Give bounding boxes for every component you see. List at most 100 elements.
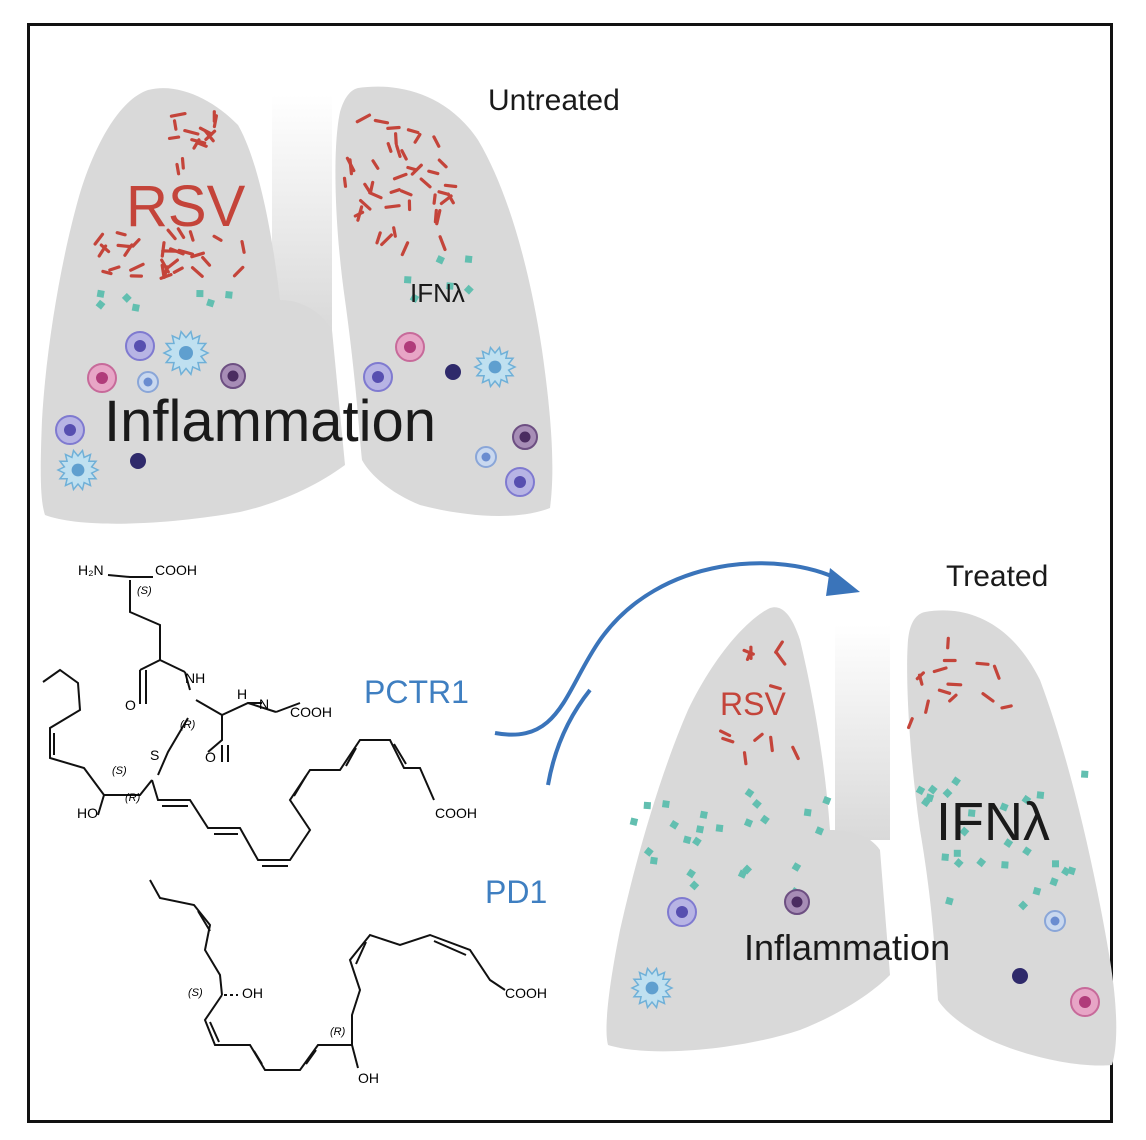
ifn-particle [446, 282, 454, 290]
ifn-particle [751, 798, 762, 809]
rsv-particle [432, 135, 441, 148]
ifn-particles-treated [629, 770, 1089, 911]
ifn-particle [743, 818, 754, 828]
rsv-particle [240, 240, 246, 254]
rsv-particle [101, 269, 113, 276]
rsv-particle [946, 682, 963, 687]
pd1-label: PD1 [485, 874, 548, 910]
ifn-particle [760, 814, 770, 825]
ifn-particle [925, 793, 935, 803]
rsv-particle [392, 226, 397, 238]
ifn-particle [661, 800, 670, 809]
treatment-arrow-tail [546, 688, 592, 786]
ifn-particle [822, 795, 832, 806]
ifn-particle [403, 276, 412, 284]
rsv-particle [413, 132, 422, 144]
rsv-particle [373, 118, 390, 125]
rsv-particle [924, 699, 930, 714]
ifn-particle [999, 802, 1009, 812]
rsv-particle [432, 193, 437, 205]
rsv-label-untreated: RSV [126, 174, 246, 239]
rsv-particle [975, 661, 990, 666]
rsv-particle [180, 157, 185, 170]
ifn-particle [1001, 861, 1009, 869]
pctr1-r-stereo: (R) [125, 792, 141, 804]
pd1-triene [203, 933, 506, 1071]
rsv-particle [438, 235, 447, 252]
treated-lungs [606, 607, 1117, 1066]
rsv-particle [175, 162, 181, 176]
treatment-arrow-line [494, 561, 841, 737]
dendritic-cells [56, 329, 674, 1010]
ifn-particle [1021, 794, 1032, 805]
ifn-particle [643, 846, 654, 857]
ifn-particle [695, 825, 705, 834]
pd1-omega-chain [149, 879, 223, 996]
pd1-r-stereo: (R) [330, 1026, 346, 1038]
ifn-particle [1022, 846, 1032, 857]
pctr1-s-atom: S [150, 747, 160, 763]
rsv-particle [342, 176, 348, 188]
treated-right-lung [907, 610, 1117, 1066]
dark-cell [1012, 968, 1028, 984]
ifn-particle [1049, 877, 1059, 887]
ifn-particle [737, 869, 748, 879]
pctr1-s-link [157, 717, 189, 776]
pctr1-cys [184, 671, 277, 762]
pctr1-ho-bond [97, 794, 105, 816]
pctr1-n-gly: N [259, 696, 270, 712]
ifn-particle [1080, 770, 1089, 778]
rsv-particle [384, 204, 401, 209]
rsv-particle [932, 666, 948, 674]
neutrophil-cell [395, 332, 425, 362]
ifn-particle [941, 853, 949, 861]
rsv-particle [159, 273, 173, 280]
ifn-particle [953, 858, 964, 869]
rsv-particle [443, 183, 458, 189]
rsv-particle [375, 231, 382, 245]
rsv-particle [981, 692, 995, 703]
rsv-particle [183, 129, 200, 136]
ifn-particle [942, 788, 953, 799]
ifn-particle [1036, 791, 1045, 799]
rsv-particle [177, 248, 195, 256]
rsv-particle [359, 199, 372, 211]
rsv-particle [160, 241, 166, 258]
rsv-particle [1000, 704, 1013, 710]
pctr1-polyene [151, 739, 435, 861]
ifn-particle [686, 868, 696, 879]
rsv-particle [775, 651, 787, 666]
rsv-particle [721, 736, 735, 744]
ifn-particle [95, 299, 106, 310]
dendritic-cell [162, 329, 210, 377]
ifn-particle [464, 255, 473, 264]
rsv-particle [371, 159, 380, 170]
ifn-particle [1032, 886, 1042, 896]
pd1-triene-doubles [209, 940, 467, 1065]
rsv-particle [915, 671, 926, 681]
pctr1-omega-chain [42, 668, 153, 796]
rsv-particle [198, 126, 214, 136]
pctr1-polyene-doubles [162, 743, 407, 867]
ifn-particle [715, 824, 724, 833]
rsv-particle [437, 190, 450, 196]
lymphocyte-cell [125, 331, 155, 361]
ifn-label-untreated: IFNλ [410, 278, 465, 308]
ifn-particle [814, 826, 825, 836]
rsv-particle [406, 128, 420, 135]
rsv-particle [212, 114, 218, 129]
ifn-particle [744, 788, 755, 798]
lymphocyte-cell [363, 362, 393, 392]
ifn-particle [945, 896, 954, 906]
ifn-particle [196, 290, 204, 298]
eosinophil-cell [512, 424, 538, 450]
ifn-particle [967, 809, 976, 817]
rsv-particle [368, 191, 383, 200]
rsv-particle [769, 735, 774, 753]
pctr1-glu-backbone [107, 574, 186, 673]
pctr1-cooh-chain: COOH [435, 805, 477, 821]
ifn-particle [953, 849, 961, 857]
pctr1-s-top: (S) [137, 585, 152, 597]
pctr1-gly [248, 702, 301, 713]
rsv-particle [791, 745, 800, 761]
